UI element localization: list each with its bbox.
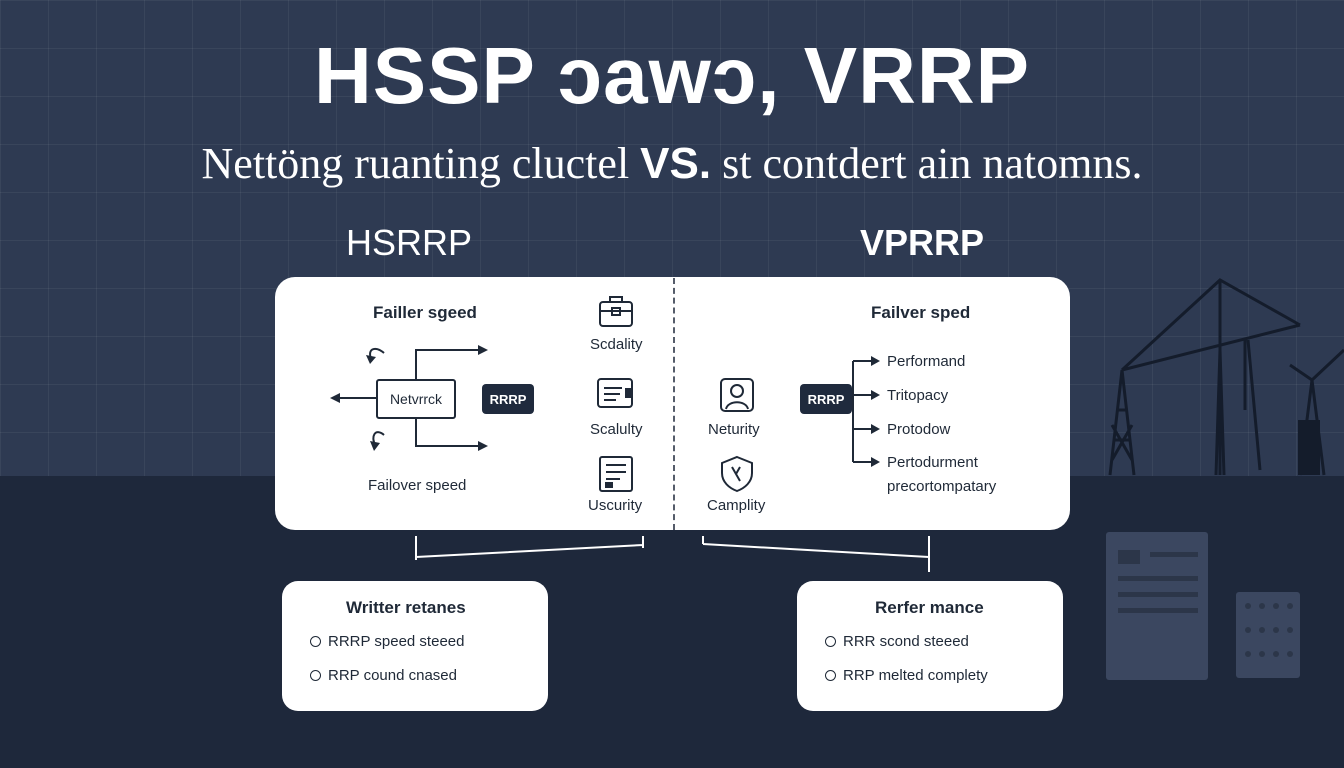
left-rrrp-pill: RRRP — [482, 384, 534, 414]
document-icon — [599, 456, 633, 492]
page-title: HSSP ɔawɔ, VRRP — [313, 31, 1031, 120]
panel-divider — [673, 278, 675, 530]
left-card-item-2: RRP cound cnased — [310, 667, 457, 684]
right-card-item-1-text: RRR scond steeed — [843, 633, 969, 650]
bullet-ring-icon — [825, 636, 836, 647]
bullet-ring-icon — [310, 636, 321, 647]
right-card-item-2-text: RRP melted complety — [843, 667, 988, 684]
left-footer-label: Failover speed — [368, 477, 467, 494]
server-icon — [1106, 532, 1300, 680]
subtitle-vs: VS. — [640, 139, 712, 188]
right-rrrp-pill: RRRP — [800, 384, 852, 414]
left-card-title: Writter retanes — [346, 598, 466, 617]
subtitle-part1: Nettöng ruanting cluctel — [201, 139, 641, 188]
left-summary-card — [282, 581, 548, 711]
shield-icon — [721, 455, 753, 493]
feature-label-1: Scdality — [590, 336, 643, 353]
left-card-item-1: RRRP speed steeed — [310, 633, 464, 650]
branch-label-5: precortompatary — [887, 478, 997, 495]
bullet-ring-icon — [310, 670, 321, 681]
crane-icon — [1108, 278, 1344, 476]
left-column-title: HSRRP — [346, 222, 473, 263]
right-card-item-1: RRR scond steeed — [825, 633, 969, 650]
right-icon-label-1: Neturity — [708, 421, 760, 438]
briefcase-icon — [599, 296, 633, 327]
branch-label-3: Protodow — [887, 421, 951, 438]
branch-label-1: Performand — [887, 353, 966, 370]
right-summary-card — [797, 581, 1063, 711]
feature-label-3: Uscurity — [588, 497, 643, 514]
right-card-item-2: RRP melted complety — [825, 667, 988, 684]
grid-background — [0, 0, 1344, 476]
left-heading: Failler sgeed — [373, 303, 477, 322]
left-card-item-1-text: RRRP speed steeed — [328, 633, 465, 650]
right-icon-label-2: Camplity — [707, 497, 766, 514]
user-icon — [720, 378, 754, 412]
subtitle-part2: st contdert ain natomns. — [711, 139, 1143, 188]
right-heading: Failver sped — [871, 303, 971, 322]
branch-label-4: Pertodurment — [887, 454, 978, 471]
branch-arrows — [850, 356, 880, 467]
right-card-title: Rerfer mance — [875, 598, 984, 617]
page-subtitle: Nettöng ruanting cluctel VS. st contdert… — [0, 138, 1344, 189]
feature-label-2: Scalulty — [590, 421, 643, 438]
bullet-ring-icon — [825, 670, 836, 681]
monitor-icon — [597, 378, 633, 408]
left-card-item-2-text: RRP cound cnased — [328, 667, 457, 684]
right-column-title: VPRRP — [860, 222, 985, 263]
branch-label-2: Tritopacy — [887, 387, 949, 404]
network-node: Netvrrck — [376, 379, 456, 419]
